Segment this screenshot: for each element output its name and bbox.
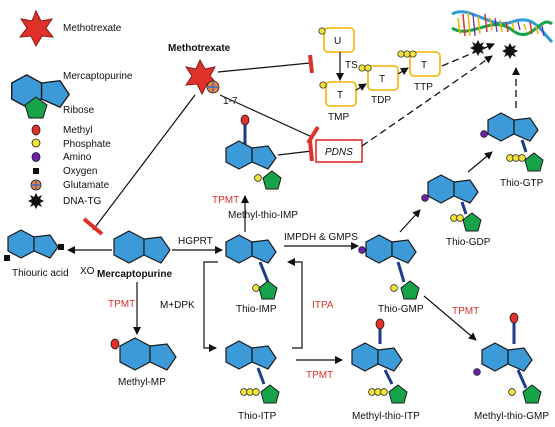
legend-methotrexate: Methotrexate xyxy=(63,23,122,34)
mercaptopurine-molecule xyxy=(113,230,171,264)
legend-oxygen: Oxygen xyxy=(63,166,97,177)
m-dpk-label: M+DPK xyxy=(160,300,195,311)
thiogdp-to-thiogtp-arrow xyxy=(467,151,493,173)
pdns-inhibit-bar xyxy=(306,125,320,145)
methyl-thio-gmp-molecule xyxy=(473,312,542,404)
thioitp-to-thioimp-arrow xyxy=(287,258,303,349)
methotrexate-node xyxy=(184,58,220,96)
ts-inhibit-bar xyxy=(308,54,314,74)
legend-mercaptopurine: Mercaptopurine xyxy=(63,71,133,82)
thio-itp-label: Thio-ITP xyxy=(238,411,277,422)
tmp-label: TMP xyxy=(328,112,349,123)
tpmt-left-label: TPMT xyxy=(108,299,135,310)
tdp-to-ttp-arrow xyxy=(397,67,409,76)
glutamate-icon xyxy=(30,179,42,191)
methyl-thio-imp-label: Methyl-thio-IMP xyxy=(228,210,298,221)
ttp-label: TTP xyxy=(414,82,433,93)
svg-text:T: T xyxy=(337,90,343,101)
thio-itp-molecule xyxy=(225,340,280,404)
thio-gtp-label: Thio-GTP xyxy=(500,178,544,189)
methyl-thio-itp-molecule xyxy=(351,318,408,404)
thio-gtp-molecule xyxy=(480,112,544,172)
thio-imp-molecule xyxy=(225,234,278,300)
legend: Methotrexate Mercaptopurine Ribose Methy… xyxy=(11,9,133,209)
svg-text:U: U xyxy=(334,36,341,47)
thio-gdp-molecule xyxy=(421,174,482,232)
legend-amino: Amino xyxy=(63,152,92,163)
amino-dot-icon xyxy=(31,152,41,162)
methyl-thio-imp-molecule xyxy=(225,114,282,190)
xo-label: XO xyxy=(80,266,95,277)
mtx-pdns-inhibit-line xyxy=(219,94,313,138)
dna-tg-star-icon xyxy=(28,193,44,209)
thiouric-acid-molecule xyxy=(4,229,64,261)
methyl-mp-molecule xyxy=(110,337,177,371)
legend-glutamate: Glutamate xyxy=(63,180,110,191)
ttp-box: T xyxy=(397,50,441,77)
ribose-pentagon-icon xyxy=(24,96,48,119)
methotrexate-star-icon xyxy=(18,9,55,48)
tmp-box: T xyxy=(319,81,357,107)
thiogmp-to-mtgmp-arrow xyxy=(423,295,477,341)
mercaptopurine-label: Mercaptopurine xyxy=(97,269,172,280)
mtx-ts-inhibit-line xyxy=(217,62,311,73)
pdns-to-dna-arrow xyxy=(361,55,493,147)
oxygen-square-icon xyxy=(33,168,39,174)
methotrexate-label: Methotrexate xyxy=(168,43,231,54)
mtimp-pdns-inhibit-line xyxy=(277,150,313,156)
thio-gdp-label: Thio-GDP xyxy=(446,237,491,248)
ts-label: TS xyxy=(345,60,358,71)
u-box: U xyxy=(318,27,355,53)
thio-gmp-molecule xyxy=(358,234,420,300)
tpmt-top-label: TPMT xyxy=(212,195,239,206)
svg-text:T: T xyxy=(379,74,385,85)
thioimp-to-thioitp-arrow xyxy=(203,261,218,352)
xo-inhibit-bar xyxy=(82,217,104,236)
methyl-mp-label: Methyl-MP xyxy=(118,377,166,388)
legend-ribose: Ribose xyxy=(63,105,95,116)
tpmt-right-label: TPMT xyxy=(452,306,479,317)
methyl-thio-itp-label: Methyl-thio-ITP xyxy=(352,411,420,422)
thio-imp-label: Thio-IMP xyxy=(236,304,277,315)
tpmt-bottom-label: TPMT xyxy=(306,370,333,381)
legend-phosphate: Phosphate xyxy=(63,139,111,150)
svg-text:T: T xyxy=(421,60,427,71)
methyl-thio-gmp-label: Methyl-thio-GMP xyxy=(474,411,549,422)
impdh-gmps-label: IMPDH & GMPS xyxy=(284,232,358,243)
pdns-inhibit-bar-2 xyxy=(308,140,314,162)
methyl-dot-icon xyxy=(31,124,41,136)
thiouric-acid-label: Thiouric acid xyxy=(12,268,69,279)
tdp-box: T xyxy=(358,64,399,91)
mtx-xo-inhibit-line xyxy=(92,94,196,231)
phosphate-dot-icon xyxy=(31,138,41,148)
hgprt-label: HGPRT xyxy=(178,236,213,247)
legend-dna-tg: DNA-TG xyxy=(63,196,102,207)
pdns-box: PDNS xyxy=(315,139,363,163)
thio-gmp-label: Thio-GMP xyxy=(378,304,424,315)
itpa-label: ITPA xyxy=(312,300,334,311)
glutamate-count-label: 1-7 xyxy=(223,96,238,107)
tdp-label: TDP xyxy=(371,95,391,106)
tmp-to-tdp-arrow xyxy=(355,83,367,92)
svg-text:PDNS: PDNS xyxy=(325,147,353,158)
legend-methyl: Methyl xyxy=(63,125,92,136)
ttp-to-dna-arrow xyxy=(441,43,495,67)
dna-helix-icon xyxy=(451,10,554,59)
thiogmp-to-thiogdp-arrow xyxy=(399,209,421,233)
